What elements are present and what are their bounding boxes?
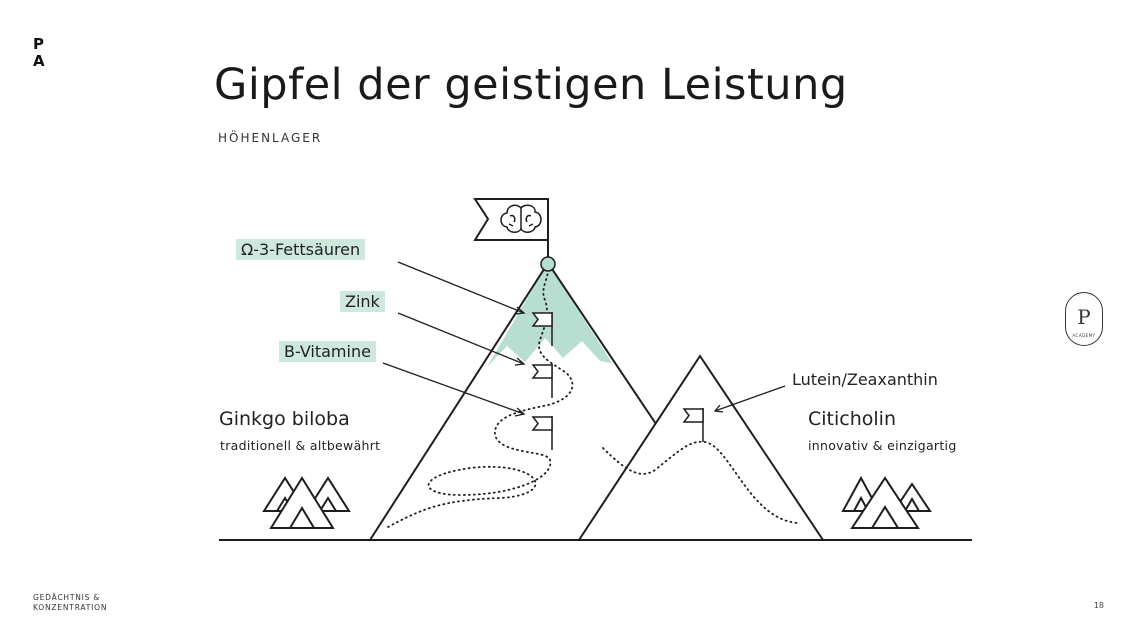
- label-lutein: Lutein/Zeaxanthin: [792, 370, 938, 389]
- page-number: 18: [1093, 601, 1104, 610]
- page-title: Gipfel der geistigen Leistung: [214, 60, 848, 110]
- label-vitamin-b-text: B-Vitamine: [279, 341, 376, 362]
- footer-line-2: KONZENTRATION: [33, 603, 108, 612]
- tents-right: [841, 475, 932, 529]
- flag-omega: [531, 312, 553, 346]
- page-subtitle: HÖHENLAGER: [218, 131, 323, 145]
- flag-lutein: [682, 408, 704, 442]
- badge-text: ACADEMY: [1072, 333, 1096, 338]
- flag-vitamin-b: [531, 416, 553, 450]
- right-camp-desc: innovativ & einzigartig: [808, 438, 957, 453]
- brain-icon: [500, 204, 542, 233]
- left-camp-desc: traditionell & altbewährt: [220, 438, 381, 453]
- tents-left: [262, 476, 351, 529]
- summit-circle: [540, 256, 556, 272]
- label-omega: Ω-3-Fettsäuren: [236, 239, 366, 260]
- flag-zinc: [531, 364, 553, 398]
- label-zinc: Zink: [340, 291, 385, 312]
- footer-line-1: GEDÄCHTNIS &: [33, 593, 101, 602]
- trail-second: [602, 440, 799, 524]
- academy-badge: P ACADEMY: [1065, 292, 1103, 346]
- label-omega-text: Ω-3-Fettsäuren: [236, 239, 366, 260]
- brand-letter-a: A: [33, 52, 45, 70]
- second-mountain: [578, 354, 824, 541]
- brand-logo: P A: [33, 36, 45, 70]
- brand-letter-p: P: [33, 35, 44, 53]
- footer-topic: GEDÄCHTNIS & KONZENTRATION: [33, 593, 107, 613]
- arrows: [382, 261, 786, 417]
- summit-flag: [473, 198, 549, 241]
- label-zinc-text: Zink: [340, 291, 385, 312]
- badge-letter: P: [1077, 305, 1091, 329]
- label-vitamin-b: B-Vitamine: [279, 341, 376, 362]
- main-mountain: [369, 261, 657, 541]
- right-camp-name: Citicholin: [808, 408, 896, 430]
- left-camp-name: Ginkgo biloba: [219, 408, 350, 430]
